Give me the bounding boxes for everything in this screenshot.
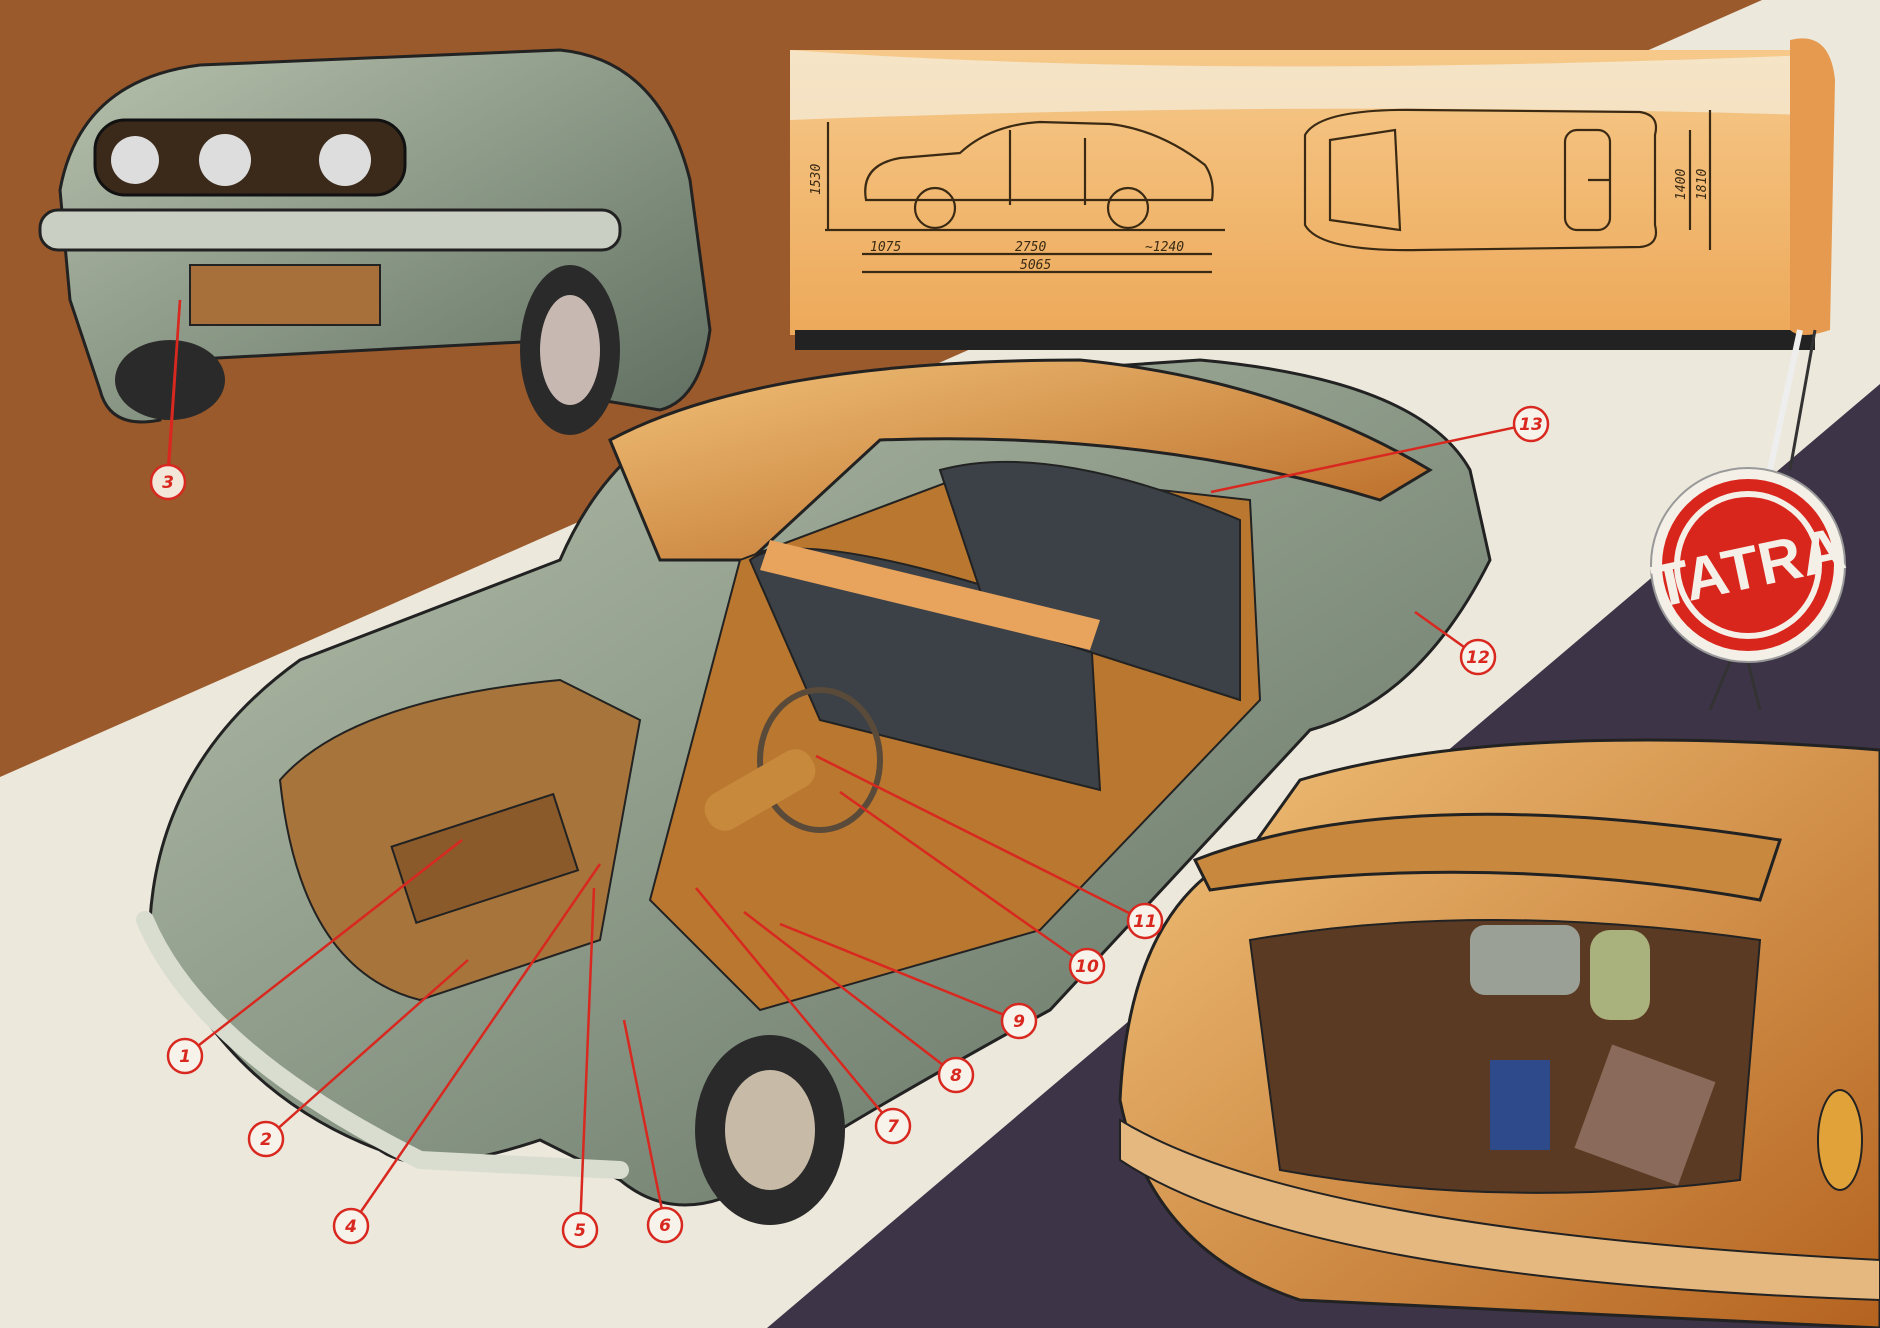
callout-number: 8 [950, 1066, 962, 1086]
callout-line [743, 911, 957, 1076]
callout-11: 11 [815, 754, 1164, 940]
callout-line [839, 790, 1088, 968]
callout-circle [332, 1207, 370, 1245]
cutaway-car [136, 358, 1492, 1225]
callout-10: 10 [839, 790, 1106, 985]
callout-circle [1000, 1002, 1038, 1040]
rear-engine-car [1118, 738, 1880, 1328]
callout-8: 8 [743, 911, 975, 1094]
callout-6: 6 [622, 1019, 684, 1244]
callout-line [1210, 422, 1532, 494]
callout-5: 5 [561, 887, 599, 1249]
callout-line [622, 1019, 667, 1226]
callout-circle [1126, 902, 1164, 940]
callout-line [779, 922, 1020, 1023]
callout-line [166, 299, 182, 483]
callout-9: 9 [779, 922, 1038, 1040]
callout-number: 2 [260, 1130, 272, 1150]
callout-number: 7 [887, 1117, 899, 1137]
callout-number: 11 [1133, 912, 1157, 932]
top-view-drawing [1303, 108, 1712, 252]
callout-circle [561, 1211, 599, 1249]
callout-4: 4 [332, 863, 602, 1245]
callout-circle [874, 1107, 912, 1145]
blueprint-scroll: 1530 1075 2750 ~1240 5065 1400 1810 [790, 38, 1835, 471]
callout-1: 1 [166, 839, 463, 1075]
callout-number: 12 [1466, 648, 1490, 668]
callout-number: 6 [659, 1216, 671, 1236]
callout-circle [1068, 947, 1106, 985]
callout-2: 2 [247, 959, 469, 1158]
callout-circle [1459, 638, 1497, 676]
callout-number: 9 [1013, 1012, 1025, 1032]
dim-width: 1810 [1695, 169, 1710, 200]
callout-line [265, 959, 469, 1140]
callout-circle [166, 1037, 204, 1075]
callout-7: 7 [695, 887, 912, 1145]
callout-circle [247, 1120, 285, 1158]
callout-circle [1512, 405, 1550, 443]
dim-height: 1530 [809, 164, 824, 195]
callout-line [184, 839, 463, 1057]
side-view-drawing [825, 120, 1225, 274]
callout-circle [149, 463, 187, 501]
callout-number: 3 [162, 473, 174, 493]
dim-wheelbase: 2750 [1015, 240, 1046, 255]
dim-track: 1400 [1674, 169, 1689, 200]
dim-front-overhang: 1075 [870, 240, 901, 255]
callout-number: 5 [574, 1221, 586, 1241]
callout-number: 4 [344, 1217, 357, 1237]
callout-13: 13 [1210, 405, 1550, 494]
callout-line [695, 887, 894, 1127]
callout-3: 3 [149, 299, 187, 501]
callout-number: 1 [179, 1047, 191, 1067]
callout-line [578, 887, 596, 1231]
callout-line [815, 754, 1146, 923]
callout-circle [937, 1056, 975, 1094]
callout-12: 12 [1414, 610, 1497, 676]
dim-length: 5065 [1020, 258, 1051, 273]
callout-circle [646, 1206, 684, 1244]
callout-number: 10 [1075, 957, 1099, 977]
front-view-car [38, 48, 712, 469]
callout-number: 13 [1519, 415, 1543, 435]
dim-rear-overhang: ~1240 [1145, 240, 1184, 255]
tatra-logo: TATRA [1646, 467, 1851, 711]
callout-line [349, 863, 602, 1227]
